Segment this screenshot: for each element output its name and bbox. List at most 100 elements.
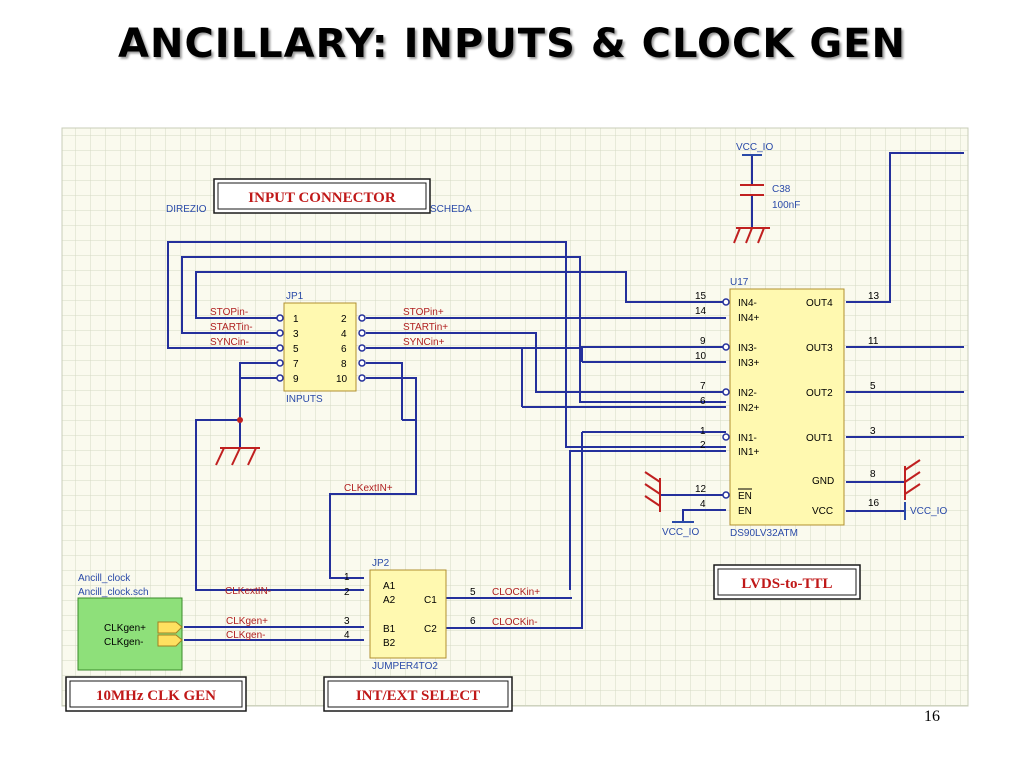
wire-loop-a — [167, 241, 726, 448]
page-number: 16 — [924, 708, 940, 725]
jp1-net-left: STARTin- — [210, 322, 253, 333]
u17-in-pin: 6 — [700, 396, 706, 407]
wire-startin-plus — [366, 332, 726, 393]
jp1-pin: 3 — [293, 329, 299, 340]
net-clkextin-minus: CLKextIN- — [225, 586, 271, 597]
u17-in-pin: 9 — [700, 336, 706, 347]
wire-clkextin-minus — [195, 419, 364, 591]
u17-in-pin: 1 — [700, 426, 706, 437]
u17-in-label: EN — [738, 491, 752, 502]
jp2-net: CLOCKin+ — [492, 587, 540, 598]
jp1-pin: 9 — [293, 374, 299, 385]
u17-in-label: IN2+ — [738, 403, 760, 414]
jp1-net-left: SYNCin- — [210, 337, 249, 348]
net-clkextin-plus: CLKextIN+ — [344, 483, 393, 494]
ancill-ports — [157, 621, 183, 647]
ground-symbol — [733, 227, 770, 244]
vcc-io-label: VCC_IO — [736, 142, 773, 153]
jp1-pin: 1 — [293, 314, 299, 325]
jp2-pin-label: C1 — [424, 595, 437, 606]
u17-ref: U17 — [730, 277, 749, 288]
jp1-pin: 2 — [341, 314, 347, 325]
u17-out-label: OUT4 — [806, 298, 833, 309]
u17-out-pin: 5 — [870, 381, 876, 392]
wire-in1-link — [574, 432, 583, 629]
u17-out-pin: 3 — [870, 426, 876, 437]
wire-en4 — [682, 509, 726, 522]
u17-out-pin: 11 — [868, 336, 879, 347]
jp1-net-left: STOPin- — [210, 307, 248, 318]
jp1-pin: 8 — [341, 359, 347, 370]
u17-out-label: OUT3 — [806, 343, 833, 354]
jp1-net-right: STOPin+ — [403, 307, 444, 318]
jp2-pin: 1 — [344, 572, 350, 583]
wire-jp1-10 — [366, 377, 417, 421]
wire-in1plus-link — [569, 450, 726, 590]
callout-lvds-to-ttl: LVDS-to-TTL — [713, 564, 861, 600]
ground-symbol — [215, 447, 260, 466]
u17-in-label: EN — [738, 506, 752, 517]
header-text-right: SCHEDA — [430, 204, 472, 215]
callout-input-connector: INPUT CONNECTOR — [213, 178, 431, 214]
wire-jp1-7 — [239, 362, 278, 420]
jp2-pin-label: B2 — [383, 638, 396, 649]
u17-out-pin: 8 — [870, 469, 876, 480]
jp2-pin: 2 — [344, 587, 350, 598]
clkgen-net: CLKgen+ — [226, 616, 268, 627]
wire-loop-c — [195, 271, 726, 319]
callout-input-connector-label: INPUT CONNECTOR — [248, 190, 396, 206]
u17-pin-circles — [722, 298, 730, 499]
u17-in-label: IN1+ — [738, 447, 760, 458]
jp1-body — [283, 302, 357, 392]
wires — [167, 152, 964, 641]
wire-syncin-plus — [366, 346, 726, 349]
u17-out-label: OUT2 — [806, 388, 833, 399]
vcc-io-label: VCC_IO — [662, 527, 699, 538]
u17-in-pin: 2 — [700, 440, 706, 451]
jp2-pin: 4 — [344, 630, 350, 641]
jp1-name: INPUTS — [286, 394, 323, 405]
ground-symbol — [904, 459, 921, 500]
jp2-pin: 6 — [470, 616, 476, 627]
u17-out-label: OUT1 — [806, 433, 833, 444]
callout-lvds-to-ttl-label: LVDS-to-TTL — [741, 576, 832, 592]
u17-in-pin: 10 — [695, 351, 707, 362]
ancill-clock-block — [77, 597, 183, 671]
u17-in-label: IN1- — [738, 433, 757, 444]
jp1-pin: 6 — [341, 344, 347, 355]
callout-int-ext-select: INT/EXT SELECT — [323, 676, 513, 712]
wire-loop-b — [181, 256, 726, 403]
wire-out4 — [846, 152, 964, 303]
u17-in-pin: 12 — [695, 484, 707, 495]
callout-clk-gen: 10MHz CLK GEN — [65, 676, 247, 712]
jp1-ref: JP1 — [286, 291, 304, 302]
u17-in-label: IN2- — [738, 388, 757, 399]
jp1-net-right: STARTin+ — [403, 322, 448, 333]
u17-out-label: VCC — [812, 506, 833, 517]
jp2-body — [369, 569, 447, 659]
clkgen-net: CLKgen- — [226, 630, 265, 641]
jp2-pin-label: A1 — [383, 581, 396, 592]
u17-out-pin: 16 — [868, 498, 880, 509]
u17-in-pin: 4 — [700, 499, 706, 510]
jp1-net-right: SYNCin+ — [403, 337, 445, 348]
jp1-pin: 4 — [341, 329, 347, 340]
wire-clkextin-plus — [329, 420, 417, 579]
u17-in-label: IN3+ — [738, 358, 760, 369]
u17-body — [729, 288, 845, 526]
ancill-name: Ancill_clock — [78, 573, 131, 584]
header-text-left: DIREZIO — [166, 204, 207, 215]
wire-jp1-8 — [366, 362, 403, 420]
jp1-pin: 5 — [293, 344, 299, 355]
capacitor-ref: C38 — [772, 184, 791, 195]
u17-in-pin: 7 — [700, 381, 706, 392]
u17-out-pin: 13 — [868, 291, 880, 302]
callout-int-ext-select-label: INT/EXT SELECT — [356, 688, 480, 704]
jp2-net: CLOCKin- — [492, 617, 538, 628]
slide-title: ANCILLARY: INPUTS & CLOCK GEN — [118, 21, 906, 67]
junction-dot — [237, 417, 243, 423]
ancill-port-label: CLKgen- — [104, 637, 143, 648]
u17-part: DS90LV32ATM — [730, 528, 798, 539]
jp2-pin-label: B1 — [383, 624, 396, 635]
